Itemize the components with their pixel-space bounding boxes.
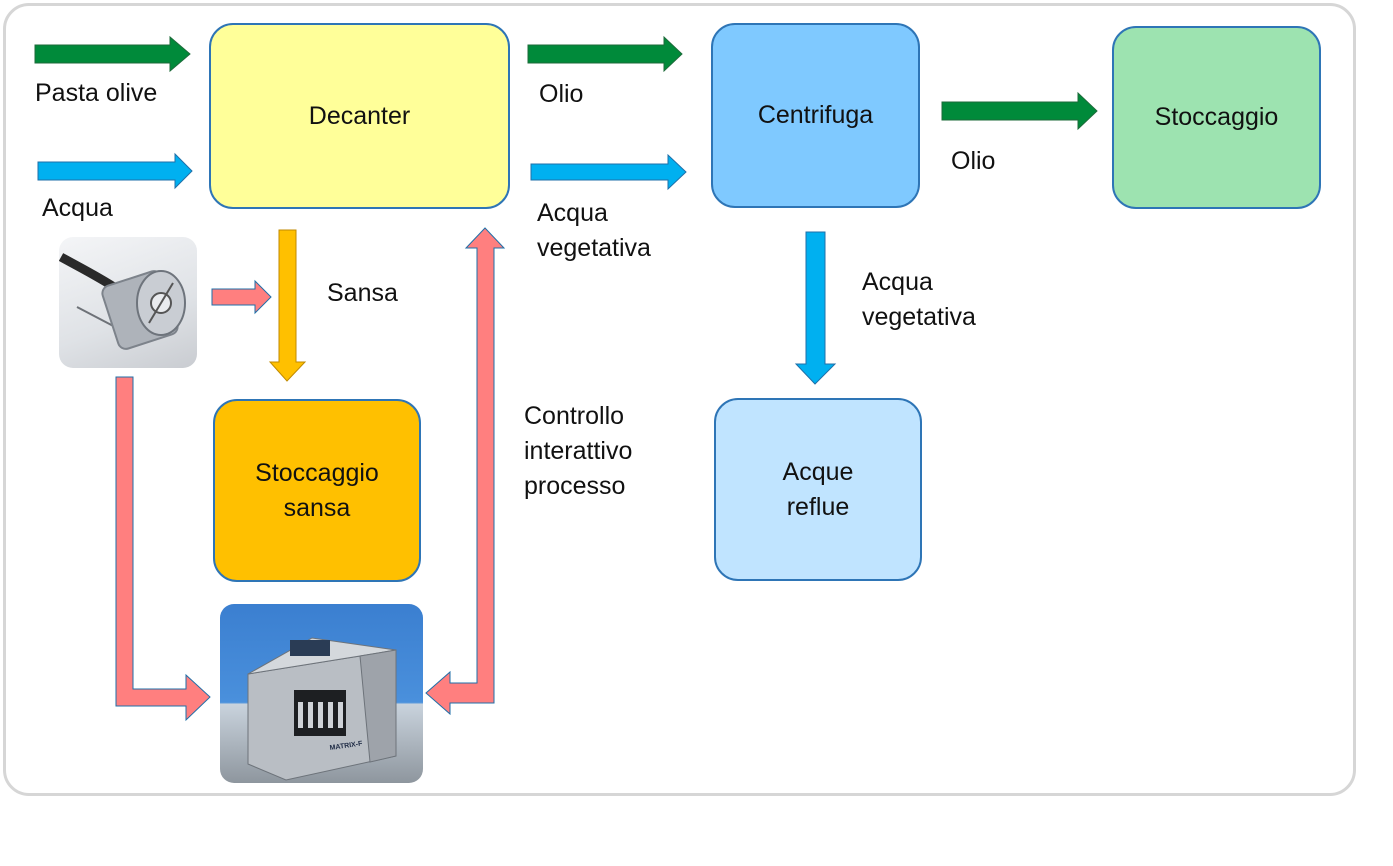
probe-photo bbox=[59, 237, 197, 368]
stoccaggio-sansa-box: Stoccaggio sansa bbox=[213, 399, 421, 582]
analyzer-photo: MATRIX-F bbox=[220, 604, 423, 783]
diagram-frame bbox=[3, 3, 1356, 796]
label-controllo: Controllo interattivo processo bbox=[524, 402, 633, 500]
label-sansa: Sansa bbox=[327, 279, 398, 307]
label-olio-2: Olio bbox=[951, 147, 996, 175]
arrow-probe-sansa bbox=[211, 279, 272, 315]
arrow-sansa bbox=[268, 229, 307, 382]
decanter-box: Decanter bbox=[209, 23, 510, 209]
arrow-olio-2 bbox=[941, 91, 1098, 131]
probe-illustration bbox=[59, 253, 186, 350]
label-pasta-olive: Pasta olive bbox=[35, 79, 158, 107]
label-acqua-vegetativa-1: Acqua vegetativa bbox=[537, 199, 651, 262]
arrow-controllo bbox=[425, 227, 506, 716]
arrow-probe-analyzer bbox=[115, 376, 211, 722]
analyzer-brand-label: MATRIX-F bbox=[329, 740, 363, 752]
arrow-olio-1 bbox=[527, 35, 683, 73]
centrifuga-box: Centrifuga bbox=[711, 23, 920, 208]
analyzer-illustration: MATRIX-F bbox=[247, 637, 397, 781]
acque-reflue-box: Acque reflue bbox=[714, 398, 922, 581]
label-acqua: Acqua bbox=[42, 194, 113, 222]
stoccaggio-box: Stoccaggio bbox=[1112, 26, 1321, 209]
label-olio-1: Olio bbox=[539, 80, 584, 108]
label-acqua-vegetativa-2: Acqua vegetativa bbox=[862, 268, 976, 331]
arrow-acqua bbox=[37, 152, 193, 190]
arrow-acqua-vegetativa-1 bbox=[530, 153, 687, 191]
arrow-pasta-olive bbox=[34, 35, 191, 73]
arrow-acqua-vegetativa-2 bbox=[794, 231, 837, 385]
